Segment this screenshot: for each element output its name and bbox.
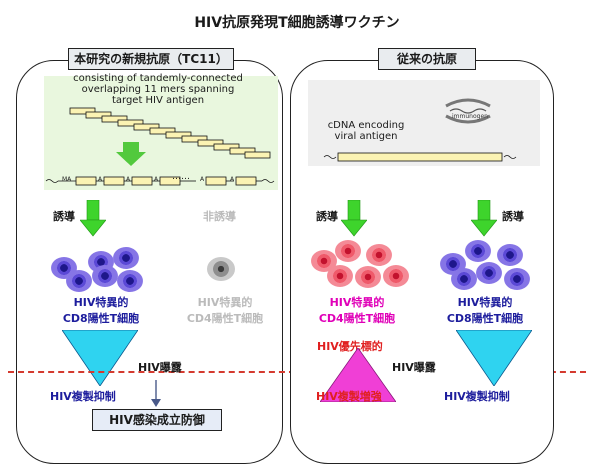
left-panel-tag: 本研究の新規抗原（TC11）: [68, 48, 234, 70]
right-cd4-label: HIV特異的 CD4陽性T細胞: [292, 294, 422, 326]
right-cd8-label: HIV特異的 CD8陽性T細胞: [420, 294, 550, 326]
right-exposure-label: HIV曝露: [392, 361, 436, 374]
right-cd4-label-line-1: HIV特異的: [329, 296, 385, 309]
cd8-cell: [117, 270, 143, 292]
right-induce-label-1: 誘導: [316, 210, 338, 223]
chain-ellipsis: ……: [172, 172, 190, 182]
right-cd8-label-line-2: CD8陽性T細胞: [446, 312, 524, 325]
cd4-cell-red: [335, 240, 361, 262]
right-panel-tag: 従来の抗原: [378, 48, 476, 70]
right-induce-arrow-2: [471, 200, 497, 237]
convert-down-arrow: [116, 142, 146, 166]
right-induce-arrow-1: [341, 200, 367, 237]
cd8-cell: [504, 268, 530, 290]
immunogen-label: immunogen: [452, 113, 488, 120]
left-exposure-label: HIV曝露: [138, 361, 182, 374]
prevention-arrow: [151, 380, 161, 407]
left-cd4-label: HIV特異的 CD4陽性T細胞: [160, 294, 290, 326]
left-cd8-label-line-1: HIV特異的: [73, 296, 129, 309]
cdna-description: cDNA encoding viral antigen: [326, 120, 406, 142]
tc11-description-line-3: target HIV antigen: [111, 95, 205, 106]
left-induce-arrow: [80, 200, 106, 237]
cd4-cell-red: [311, 250, 337, 272]
right-cd8-label-line-1: HIV特異的: [457, 296, 513, 309]
enhance-triangle: [320, 348, 396, 402]
cd4-cell-red: [383, 265, 409, 287]
chain-letter-2: A: [126, 176, 131, 183]
cdna-description-line-1: cDNA encoding: [327, 120, 405, 131]
left-suppress-label: HIV複製抑制: [50, 390, 116, 403]
cdna-antigen-box: [308, 80, 540, 166]
cdna-description-line-2: viral antigen: [334, 131, 398, 142]
cd4-cell-red: [327, 265, 353, 287]
chain-label-ma: MA: [62, 176, 72, 183]
prevention-tag: HIV感染成立防御: [92, 409, 222, 431]
left-cd8-label-line-2: CD8陽性T細胞: [62, 312, 140, 325]
chain-letter-3: A: [154, 176, 159, 183]
chain-letter-1: A: [98, 176, 103, 183]
tc11-description: consisting of tandemly-connected overlap…: [60, 73, 256, 106]
right-cd8-suppress-triangle: [456, 330, 532, 386]
left-cd4-label-line-2: CD4陽性T細胞: [186, 312, 264, 325]
immunogen-icon: [445, 98, 491, 124]
priority-target-label: HIV優先標的: [317, 340, 383, 353]
cd4-cell-red: [355, 266, 381, 288]
chain-letter-5: A: [230, 176, 235, 183]
replication-enhance-label: HIV複製増強: [316, 390, 382, 403]
cd8-cell: [113, 247, 139, 269]
left-induce-label: 誘導: [53, 210, 75, 223]
left-cd8-suppress-triangle: [62, 330, 138, 386]
cd4-cell: [207, 257, 235, 281]
right-induce-label-2: 誘導: [502, 210, 524, 223]
cd8-cell: [497, 244, 523, 266]
right-cd4-label-line-2: CD4陽性T細胞: [318, 312, 396, 325]
tandem-chain: [45, 176, 275, 186]
overlapping-peptide-bars: [69, 107, 271, 159]
chain-letter-4: A: [200, 176, 205, 183]
tc11-description-line-2: overlapping 11 mers spanning: [81, 84, 235, 95]
page-title: HIV抗原発現T細胞誘導ワクチン: [194, 15, 400, 31]
tc11-description-line-1: consisting of tandemly-connected: [73, 73, 243, 84]
left-cd8-label: HIV特異的 CD8陽性T細胞: [36, 294, 166, 326]
right-suppress-label: HIV複製抑制: [444, 390, 510, 403]
cdna-bar: [323, 152, 517, 162]
cd4-cell-red: [366, 244, 392, 266]
cd8-cell: [92, 265, 118, 287]
cd8-cell: [66, 270, 92, 292]
overlapping-peptides-diagram: [45, 107, 275, 186]
cd8-cell: [451, 268, 477, 290]
cd8-cell: [465, 240, 491, 262]
left-non-induce-label: 非誘導: [203, 210, 236, 223]
cd8-cell: [476, 262, 502, 284]
left-cd4-label-line-1: HIV特異的: [197, 296, 253, 309]
